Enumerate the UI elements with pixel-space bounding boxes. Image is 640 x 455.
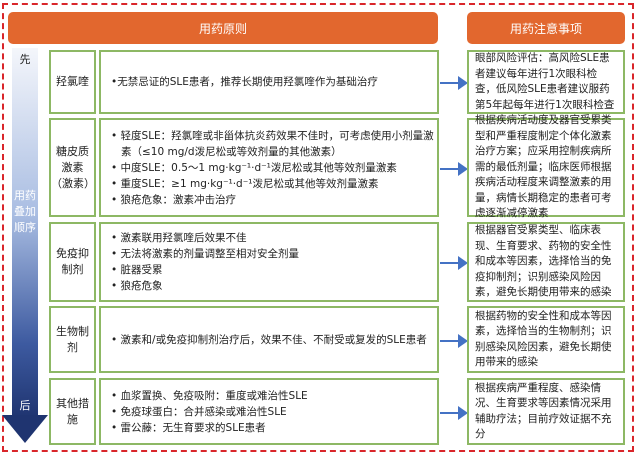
drug-label: 生物制剂 (49, 306, 96, 373)
precaution-text: 眼部风险评估：高风险SLE患者建议每年进行1次眼科检查，低风险SLE患者建议服药… (475, 52, 615, 111)
principle-content: • 轻度SLE：羟氯喹或非甾体抗炎药效果不佳时，可考虑使用小剂量激素（≤10 m… (99, 118, 439, 217)
principle-item: • 血浆置换、免疫吸附：重度或难治性SLE (111, 389, 308, 402)
principle-content: •无禁忌证的SLE患者，推荐长期使用羟氯喹作为基础治疗 (99, 50, 439, 114)
order-first: 先 (19, 53, 31, 66)
principle-item: • 无法将激素的剂量调整至相对安全剂量 (111, 248, 300, 260)
arrow-right-icon (440, 405, 468, 420)
precaution-note: 根据疾病活动度及器官受累类型和严重程度制定个体化激素治疗方案；应采用控制疾病所需… (467, 114, 625, 219)
principle-content: • 血浆置换、免疫吸附：重度或难治性SLE • 免疫球蛋白：合并感染或难治性SLE… (99, 378, 439, 445)
precaution-note: 根据药物的安全性和成本等因素，选择恰当的生物制剂；识别感染风险因素，避免长期使用… (467, 306, 625, 373)
precaution-note: 根据疾病严重程度、感染情况、生育要求等因素情况采用辅助疗法；目前疗效证据不充分 (467, 378, 625, 445)
drug-label-text: 免疫抑制剂 (56, 247, 89, 276)
drug-label: 羟氯喹 (49, 50, 96, 114)
principle-content: • 激素联用羟氯喹后效果不佳 • 无法将激素的剂量调整至相对安全剂量 • 脏器受累 •… (99, 222, 439, 302)
principle-item: • 免疫球蛋白：合并感染或难治性SLE (111, 405, 287, 418)
principle-item: • 狼疮危象 (111, 280, 163, 292)
order-middle: 用药叠加顺序 (14, 189, 36, 234)
precaution-note: 根据器官受累类型、临床表现、生育要求、药物的安全性和成本等因素，选择恰当的免疫抑… (467, 222, 625, 302)
precaution-note: 眼部风险评估：高风险SLE患者建议每年进行1次眼科检查，低风险SLE患者建议服药… (467, 50, 625, 114)
principle-item: • 激素联用羟氯喹后效果不佳 (111, 232, 247, 244)
drug-label-text: 糖皮质激素（激素） (51, 144, 95, 190)
principle-item: •无禁忌证的SLE患者，推荐长期使用羟氯喹作为基础治疗 (111, 76, 378, 88)
arrow-right-icon (440, 333, 468, 348)
order-arrow (12, 48, 38, 418)
drug-label: 糖皮质激素（激素） (49, 118, 96, 217)
arrow-right-icon (440, 161, 468, 176)
principle-item: • 重度SLE：≥1 mg·kg⁻¹·d⁻¹泼尼松或其他等效剂量激素 (111, 177, 379, 190)
drug-label: 其他措施 (49, 378, 96, 445)
precautions-header: 用药注意事项 (467, 12, 625, 44)
arrow-right-icon (440, 256, 468, 270)
drug-label-text: 其他措施 (56, 396, 89, 426)
principle-item: • 激素和/或免疫抑制剂治疗后，效果不佳、不耐受或复发的SLE患者 (111, 333, 427, 346)
principle-item: • 狼疮危象：激素冲击治疗 (111, 193, 237, 206)
order-last: 后 (19, 399, 31, 412)
arrow-right-icon (440, 76, 468, 90)
principle-item: • 中度SLE：0.5～1 mg·kg⁻¹·d⁻¹泼尼松或其他等效剂量激素 (111, 161, 397, 174)
principle-content: • 激素和/或免疫抑制剂治疗后，效果不佳、不耐受或复发的SLE患者 (99, 306, 439, 373)
precaution-text: 根据药物的安全性和成本等因素，选择恰当的生物制剂；识别感染风险因素，避免长期使用… (475, 309, 612, 369)
drug-label-text: 羟氯喹 (56, 75, 89, 88)
precaution-text: 根据疾病活动度及器官受累类型和严重程度制定个体化激素治疗方案；应采用控制疾病所需… (475, 114, 612, 220)
drug-label: 免疫抑制剂 (49, 222, 96, 302)
outer-frame (2, 3, 634, 452)
principle-item: • 轻度SLE：羟氯喹或非甾体抗炎药效果不佳时，可考虑使用小剂量激素（≤10 m… (111, 129, 434, 158)
order-arrow-head (2, 415, 48, 443)
precaution-text: 根据器官受累类型、临床表现、生育要求、药物的安全性和成本等因素，选择恰当的免疫抑… (475, 224, 612, 299)
principle-item: • 脏器受累 (111, 264, 163, 276)
principles-header: 用药原则 (8, 12, 438, 44)
principle-item: • 雷公藤：无生育要求的SLE患者 (111, 421, 266, 434)
drug-label-text: 生物制剂 (56, 324, 89, 354)
precaution-text: 根据疾病严重程度、感染情况、生育要求等因素情况采用辅助疗法；目前疗效证据不充分 (475, 381, 612, 441)
